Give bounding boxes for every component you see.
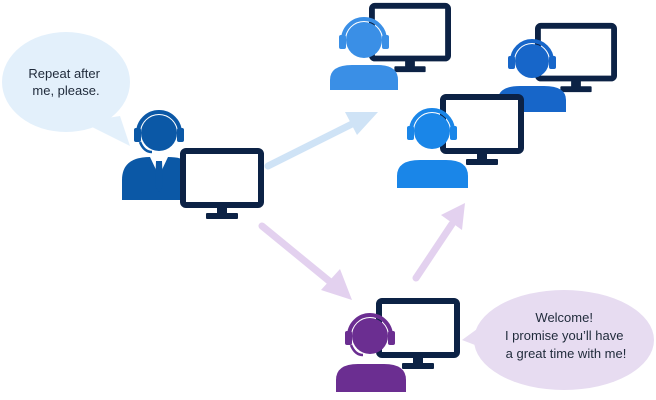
svg-text:Welcome! I promise you’l: Welcome! I promise you’ll have a great t… — [505, 310, 627, 361]
assistant-with-headset-and-monitor-icon — [336, 301, 457, 392]
student-1-with-headset-and-monitor-icon — [330, 6, 448, 90]
teacher-speech-bubble: Repeat after me, please. — [2, 32, 130, 146]
arrow-teacher-to-students — [264, 112, 378, 170]
assistant-bubble-line-3: a great time with me! — [506, 346, 627, 361]
student-3-with-headset-and-monitor-icon — [397, 97, 521, 188]
teacher-monitor-icon — [183, 151, 261, 219]
teacher-bubble-line-1: Repeat after — [28, 66, 100, 81]
svg-text:Repeat after me, please.: Repeat after me, please. — [28, 66, 103, 98]
assistant-speech-bubble: Welcome! I promise you’ll have a great t… — [462, 290, 654, 390]
arrow-teacher-to-assistant — [258, 222, 352, 300]
teacher-bubble-line-2: me, please. — [32, 83, 99, 98]
assistant-bubble-line-1: Welcome! — [535, 310, 593, 325]
teacher-with-headset-and-monitor-icon — [122, 110, 261, 219]
arrow-assistant-to-students — [412, 203, 465, 282]
assistant-bubble-line-2: I promise you’ll have — [505, 328, 624, 343]
